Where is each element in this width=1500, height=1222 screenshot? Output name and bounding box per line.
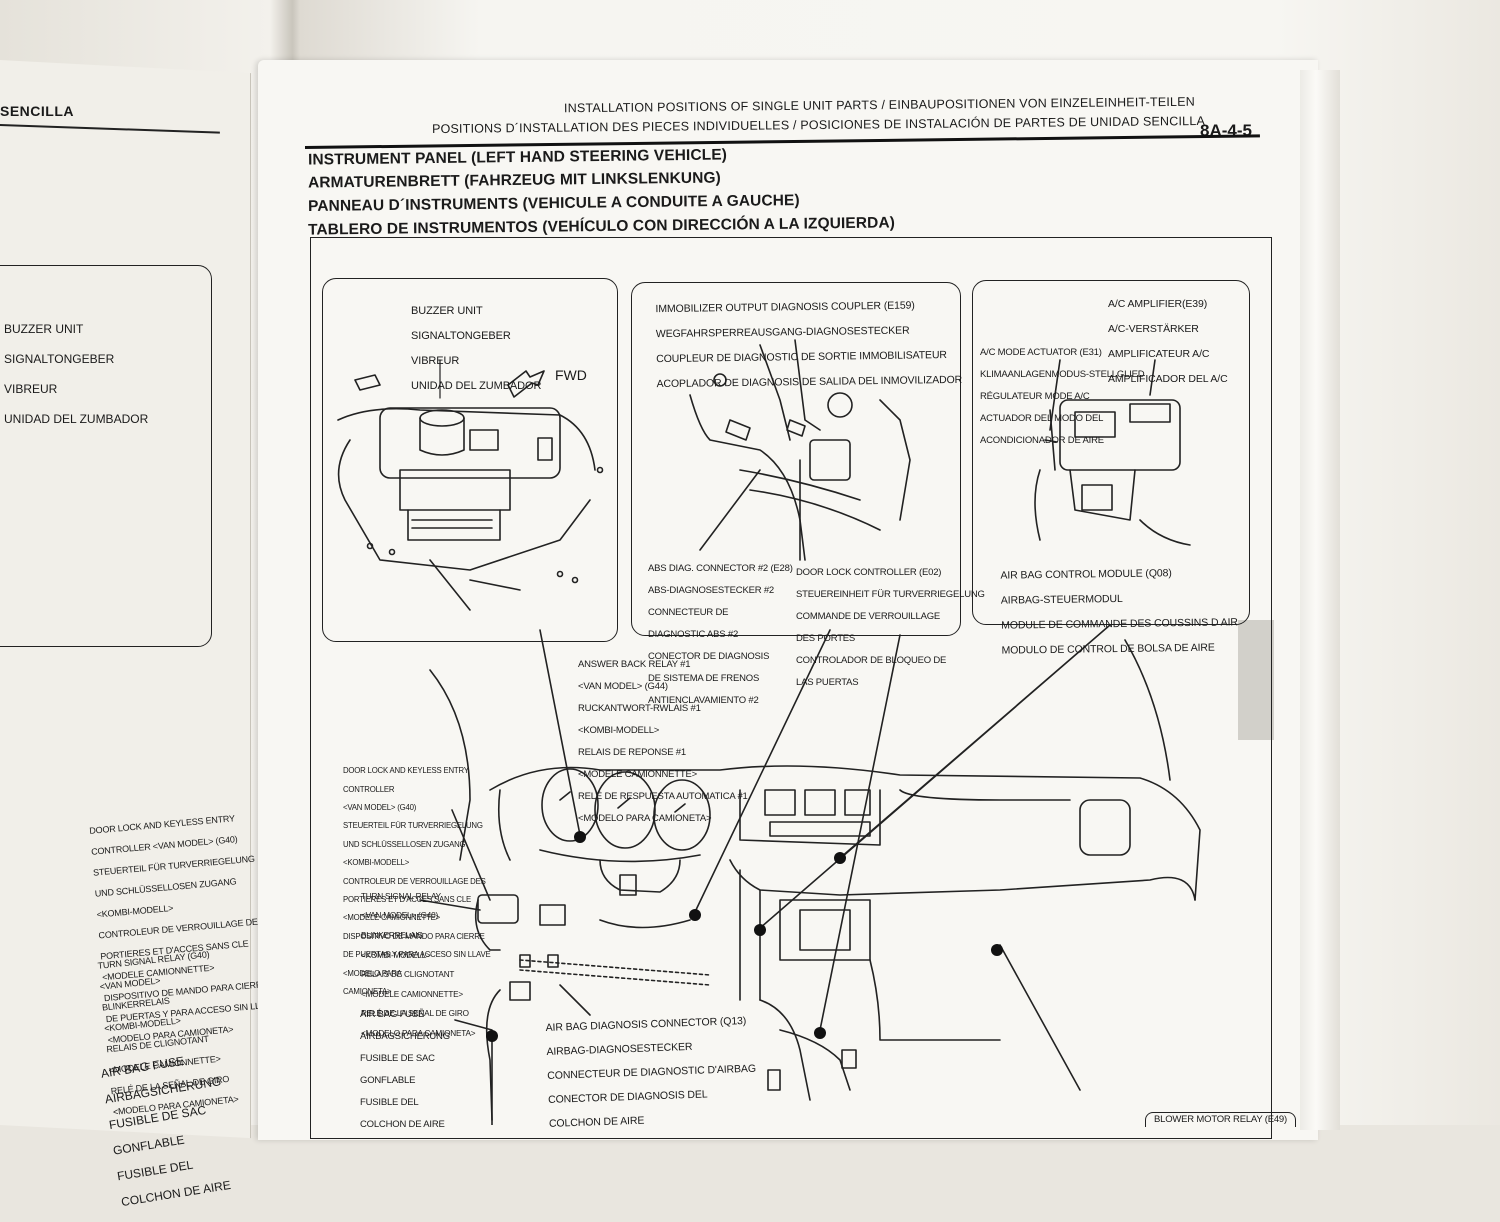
airbag-fuse-label: AIR BAG FUSE AIRBAGSICHERUNG FUSIBLE DE … (360, 1009, 450, 1130)
marker-airbag-module (754, 924, 766, 936)
airbag-diag-connector-label: AIR BAG DIAGNOSIS CONNECTOR (Q13) AIRBAG… (545, 1014, 757, 1130)
wiring-illustration (337, 339, 1201, 1125)
immobilizer-label: IMMOBILIZER OUTPUT DIAGNOSIS COUPLER (E1… (655, 299, 963, 390)
answer-back-relay-label: ANSWER BACK RELAY #1 <VAN MODEL> (G44) R… (578, 659, 748, 824)
ac-mode-actuator-label: A/C MODE ACTUATOR (E31) KLIMAANLAGENMODU… (980, 347, 1145, 446)
door-lock-controller-label: DOOR LOCK CONTROLLER (E02) STEUEREINHEIT… (796, 567, 985, 688)
page-edge (1300, 70, 1340, 1130)
dash-top-outline (489, 765, 1201, 901)
steering-column (619, 874, 637, 896)
buzzer-cylinder-top (419, 409, 465, 427)
buzzer-dash-outline (337, 407, 596, 471)
buzzer-unit-label: BUZZER UNIT SIGNALTONGEBER VIBREUR UNIDA… (411, 304, 542, 392)
leader-blower (999, 944, 1081, 1091)
leader-door-lock (694, 629, 831, 913)
marker-buzzer (574, 831, 586, 843)
door-lock-keyless-label: DOOR LOCK AND KEYLESS ENTRY CONTROLLER <… (343, 766, 491, 997)
leader-immobilizer (819, 634, 901, 1031)
left-buzzer-callout (0, 265, 212, 647)
leader-airbag-module (759, 624, 1111, 929)
airbag-module-label: AIR BAG CONTROL MODULE (Q08) AIRBAG-STEU… (1000, 566, 1238, 657)
fwd-arrow (507, 370, 545, 398)
left-page-header: SENCILLA (0, 103, 74, 119)
marker-blower (991, 944, 1003, 956)
leader-buzzer (539, 629, 581, 836)
leader-airbag-diag (559, 984, 591, 1016)
marker-ac (834, 852, 846, 864)
ac-amplifier-label: A/C AMPLIFIER(E39) A/C-VERSTÄRKER AMPLIF… (1108, 297, 1228, 385)
ac-callout (972, 280, 1250, 625)
buzzer-callout (322, 278, 618, 642)
leader-keyless (451, 809, 491, 901)
abs-diag-label: ABS DIAG. CONNECTOR #2 (E28) ABS-DIAGNOS… (648, 563, 793, 706)
fwd-label: FWD (555, 367, 587, 383)
immobilizer-callout (631, 282, 961, 636)
thumb-index-tab (1238, 620, 1274, 740)
left-buzzer-label: BUZZER UNIT SIGNALTONGEBER VIBREUR UNIDA… (4, 322, 149, 426)
turn-signal-relay-label: TURN SIGNAL RELAY <VAN MODEL> (G40) BLIN… (361, 891, 476, 1038)
marker-airbag-fuse (486, 1030, 498, 1042)
blower-motor-relay-label: BLOWER MOTOR RELAY (E49) (1145, 1112, 1296, 1127)
marker-door-lock (689, 909, 701, 921)
marker-immobilizer (814, 1027, 826, 1039)
